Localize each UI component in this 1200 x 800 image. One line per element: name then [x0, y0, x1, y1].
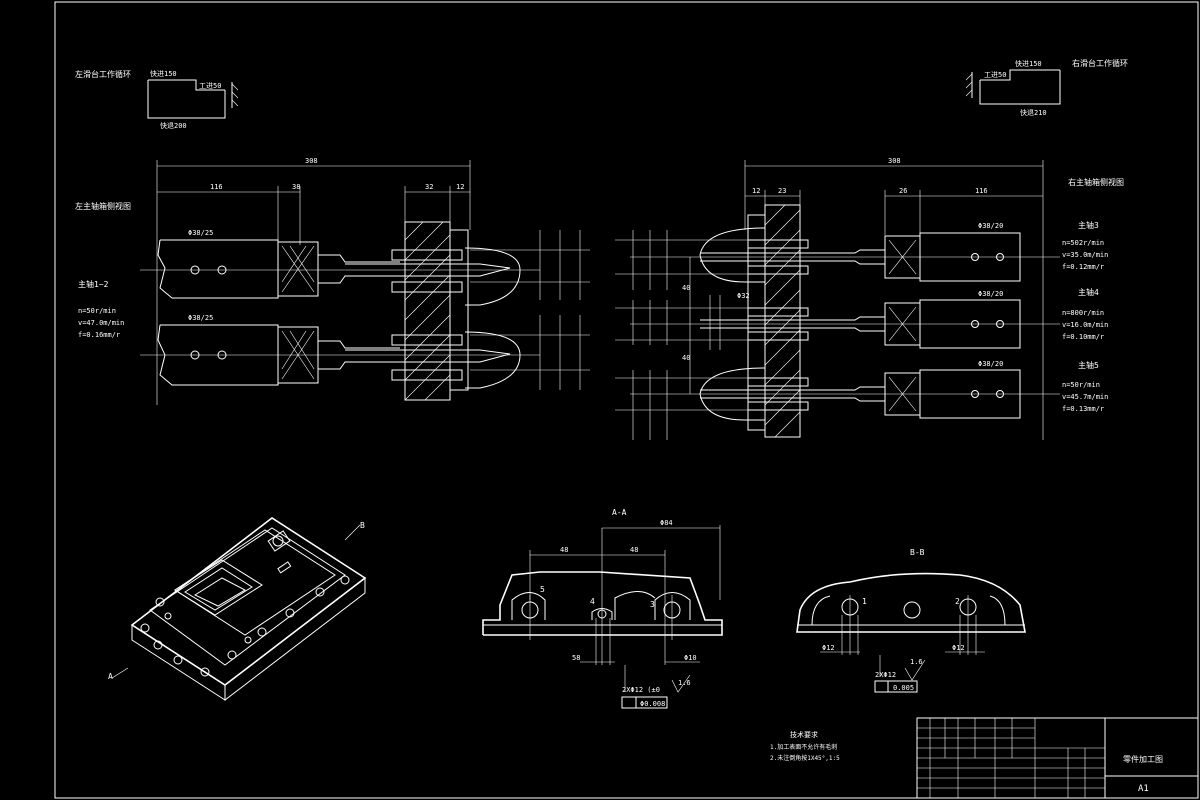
right-dim-total: 308	[888, 157, 901, 165]
right-dim-40: 40	[682, 284, 690, 292]
bb-datum: 2XΦ12	[875, 671, 896, 679]
bb-num-2: 2	[955, 597, 960, 606]
left-param-v: v=47.0m/min	[78, 319, 124, 327]
left-work-feed: 工进50	[199, 82, 221, 90]
spindle4-n: n=800r/min	[1062, 309, 1104, 317]
title-block-name: 零件加工图	[1123, 754, 1163, 764]
aa-num-3: 3	[650, 600, 655, 609]
left-dim-116: 116	[210, 183, 223, 191]
left-dim-total: 308	[305, 157, 318, 165]
drawing-frame	[54, 1, 1199, 799]
right-dim-26: 26	[899, 187, 907, 195]
left-spindle-bot-label: Φ38/25	[188, 314, 213, 322]
spindle4-f: f=0.10mm/r	[1062, 333, 1104, 341]
right-spindle-view: 右主轴箱侧视图 308 12 23 26 116	[615, 157, 1124, 440]
notes-line2: 2.未注倒角按1X45°,1:5	[770, 754, 840, 762]
left-dim-32: 32	[425, 183, 433, 191]
aa-dim-48a: 48	[560, 546, 568, 554]
left-cycle-diagram: 左滑台工作循环 快进150 工进50 快退200	[75, 69, 239, 130]
right-dim-23: 23	[778, 187, 786, 195]
left-spindle-view: 左主轴箱侧视图 308 116 38 32 12 Φ38/25	[75, 157, 590, 405]
spindle5-v: v=45.7m/min	[1062, 393, 1108, 401]
left-view-label: 左主轴箱侧视图	[75, 201, 131, 211]
aa-roughness: 1.6	[678, 679, 691, 687]
right-dim-40b: 40	[682, 354, 690, 362]
right-spindle-c-label: Φ38/20	[978, 360, 1003, 368]
left-spindle-top-label: Φ38/25	[188, 229, 213, 237]
section-bb: B-B 1 2 Φ12 Φ12 2XΦ12 0.005 1.6	[796, 548, 1026, 693]
left-param-n: n=50r/min	[78, 307, 116, 315]
aa-dim-phi10: Φ10	[684, 654, 697, 662]
left-dim-38: 38	[292, 183, 300, 191]
right-fast-return: 快退210	[1020, 108, 1047, 117]
right-dim-116: 116	[975, 187, 988, 195]
aa-dim-58: 58	[572, 654, 580, 662]
title-block-size: A1	[1138, 784, 1149, 794]
aa-dim-phi84: Φ84	[660, 519, 673, 527]
bb-dim-phi12a: Φ12	[822, 644, 835, 652]
right-dim-12: 12	[752, 187, 760, 195]
bb-dim-phi12b: Φ12	[952, 644, 965, 652]
spindle4-label: 主轴4	[1078, 287, 1099, 297]
right-cycle-title: 右滑台工作循环	[1072, 58, 1128, 68]
section-aa-title: A-A	[612, 508, 627, 517]
left-param-f: f=0.16mm/r	[78, 331, 120, 339]
technical-notes: 技术要求 1.加工表面不允许有毛刺 2.未注倒角按1X45°,1:5	[770, 730, 840, 762]
right-dim-phi32: Φ32	[737, 292, 750, 300]
isometric-part-view: A B	[108, 517, 367, 702]
iso-label-b: B	[360, 521, 365, 530]
aa-num-4: 4	[590, 597, 595, 606]
aa-dim-48b: 48	[630, 546, 638, 554]
notes-line1: 1.加工表面不允许有毛刺	[770, 743, 837, 751]
bb-roughness: 1.6	[910, 658, 923, 666]
right-spindle-a-label: Φ38/20	[978, 222, 1003, 230]
left-dim-12: 12	[456, 183, 464, 191]
section-aa: A-A 48 48 Φ84 5 4 3 58 Φ10 2XΦ12 (±0 Φ0.	[482, 508, 723, 709]
right-work-feed: 工进50	[984, 71, 1006, 79]
spindle3-v: v=35.0m/min	[1062, 251, 1108, 259]
section-bb-title: B-B	[910, 548, 925, 557]
iso-label-a: A	[108, 672, 113, 681]
aa-datum: 2XΦ12 (±0	[622, 686, 660, 694]
notes-title: 技术要求	[790, 730, 818, 739]
spindle3-n: n=502r/min	[1062, 239, 1104, 247]
right-spindle-b-label: Φ38/20	[978, 290, 1003, 298]
spindle5-f: f=0.13mm/r	[1062, 405, 1104, 413]
spindle3-label: 主轴3	[1078, 220, 1099, 230]
right-cycle-diagram: 右滑台工作循环 快进150 工进50 快退210	[965, 58, 1128, 117]
aa-tolerance: Φ0.008	[640, 700, 665, 708]
spindle4-v: v=16.0m/min	[1062, 321, 1108, 329]
aa-num-5: 5	[540, 585, 545, 594]
title-block: 零件加工图 A1	[916, 717, 1199, 799]
right-view-label: 右主轴箱侧视图	[1068, 177, 1124, 187]
left-cycle-title: 左滑台工作循环	[75, 69, 131, 79]
left-spindle-label: 主轴1~2	[78, 279, 109, 289]
bb-num-1: 1	[862, 597, 867, 606]
right-fast-forward: 快进150	[1015, 59, 1042, 68]
left-fast-return: 快退200	[160, 121, 187, 130]
left-fast-forward: 快进150	[150, 69, 177, 78]
spindle3-f: f=0.12mm/r	[1062, 263, 1104, 271]
bb-tolerance: 0.005	[893, 684, 914, 692]
spindle5-label: 主轴5	[1078, 360, 1099, 370]
spindle5-n: n=50r/min	[1062, 381, 1100, 389]
